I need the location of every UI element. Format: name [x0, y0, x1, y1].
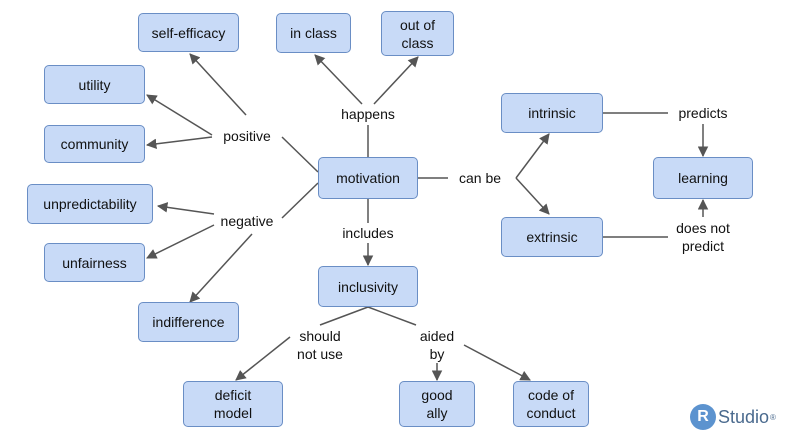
edge-happens-in-class [314, 54, 363, 105]
registered-mark: ® [770, 412, 776, 422]
relation-includes: includes [342, 224, 394, 242]
node-good-ally[interactable]: good ally [399, 381, 475, 427]
node-extrinsic[interactable]: extrinsic [501, 217, 603, 257]
node-learning[interactable]: learning [653, 157, 753, 199]
edge-happens-out-of-class [373, 56, 419, 105]
edge-positive-community [145, 136, 213, 150]
node-unfairness[interactable]: unfairness [44, 243, 145, 282]
edge-positive-self-efficacy [189, 53, 247, 116]
edge-motivation-negative [281, 182, 319, 219]
relation-predicts: predicts [678, 104, 728, 122]
relation-negative: negative [220, 212, 274, 230]
edge-inclusivity-should-not-use [319, 306, 369, 326]
relation-aided-by: aided by [415, 327, 459, 363]
node-code-of-conduct[interactable]: code of conduct [513, 381, 589, 427]
node-inclusivity[interactable]: inclusivity [318, 266, 418, 307]
relation-positive: positive [223, 127, 271, 145]
edge-can-be-intrinsic [515, 133, 550, 179]
node-intrinsic[interactable]: intrinsic [501, 93, 603, 133]
node-self-efficacy[interactable]: self-efficacy [138, 13, 239, 52]
rstudio-logo: R Studio ® [690, 402, 776, 432]
node-community[interactable]: community [44, 125, 145, 163]
edge-should-not-use-deficit-model [235, 336, 291, 381]
edge-negative-unfairness [146, 224, 215, 259]
edge-aided-by-code-of-conduct [463, 344, 531, 381]
edge-motivation-positive [281, 136, 319, 173]
relation-can-be: can be [458, 169, 502, 187]
edge-positive-utility [146, 94, 213, 136]
relation-happens: happens [341, 105, 395, 123]
edge-can-be-extrinsic [515, 177, 550, 215]
node-utility[interactable]: utility [44, 65, 145, 104]
relation-does-not-predict: does not predict [670, 219, 736, 255]
relation-should-not-use: should not use [293, 327, 347, 363]
r-logo-icon: R [690, 404, 716, 430]
edge-negative-indifference [189, 233, 253, 303]
node-out-of-class[interactable]: out of class [381, 11, 454, 56]
node-deficit-model[interactable]: deficit model [183, 381, 283, 427]
node-indifference[interactable]: indifference [138, 302, 239, 342]
node-in-class[interactable]: in class [276, 13, 351, 53]
node-unpredictability[interactable]: unpredictability [27, 184, 153, 224]
logo-text: Studio [718, 406, 770, 427]
edge-inclusivity-aided-by [367, 306, 417, 326]
edge-negative-unpredictability [156, 202, 215, 215]
node-motivation[interactable]: motivation [318, 157, 418, 199]
